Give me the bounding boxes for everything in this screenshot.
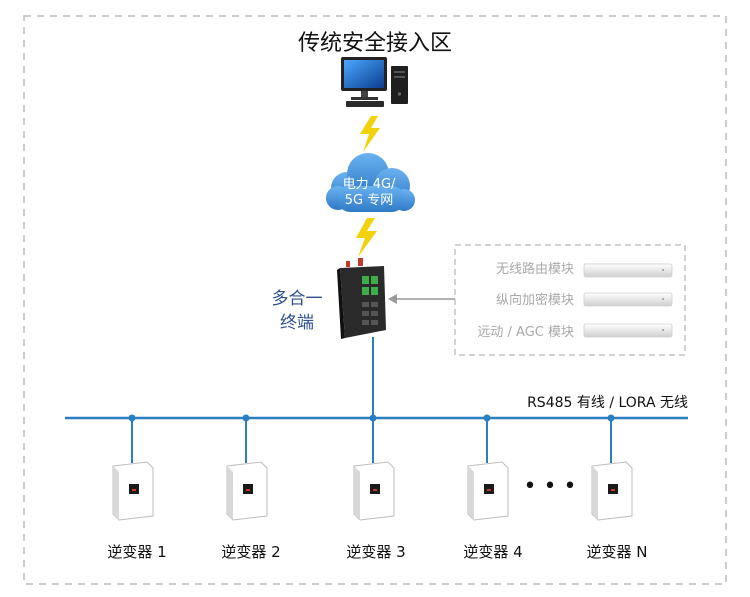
- terminal-label-line1: 多合一: [272, 289, 323, 309]
- module-label-vertical-encryption: 纵向加密模块: [496, 292, 574, 308]
- inverter-label-n: 逆变器 N: [587, 543, 648, 561]
- inverter-drop-2: [242, 414, 250, 463]
- rack-module-icon: [583, 263, 673, 278]
- ellipsis: • • •: [524, 474, 577, 499]
- outer-dashed-frame: [23, 15, 727, 585]
- inverter-label-3: 逆变器 3: [346, 543, 405, 561]
- terminal-device-icon: [337, 258, 386, 339]
- lightning-icon: [360, 116, 380, 152]
- rack-module-icon: [583, 323, 673, 338]
- inverter-drop-n: [607, 414, 615, 463]
- lightning-icon: [356, 218, 377, 257]
- rack-module-icon: [583, 292, 673, 307]
- module-label-wireless-router: 无线路由模块: [496, 261, 574, 277]
- inverter-label-2: 逆变器 2: [221, 543, 280, 561]
- desktop-computer-icon: [341, 57, 408, 107]
- inverter-icon: [112, 461, 154, 521]
- module-label-telecontrol-agc: 远动 / AGC 模块: [477, 325, 574, 340]
- cloud-icon: [326, 153, 415, 212]
- modules-dashed-box: [454, 244, 686, 356]
- inverter-drop-1: [128, 414, 136, 463]
- terminal-label-line2: 终端: [280, 313, 314, 333]
- inverter-label-4: 逆变器 4: [463, 543, 522, 561]
- arrow-to-terminal: [388, 294, 455, 304]
- inverter-icon: [467, 461, 509, 521]
- inverter-icon: [591, 461, 633, 521]
- inverter-label-1: 逆变器 1: [107, 543, 166, 561]
- inverter-drop-4: [483, 414, 491, 463]
- zone-title: 传统安全接入区: [298, 31, 452, 56]
- inverter-icon: [226, 461, 268, 521]
- inverter-icon: [353, 461, 395, 521]
- bus-label: RS485 有线 / LORA 无线: [527, 395, 688, 411]
- network-label-line1: 电力 4G/: [343, 177, 396, 192]
- network-label-line2: 5G 专网: [345, 193, 393, 208]
